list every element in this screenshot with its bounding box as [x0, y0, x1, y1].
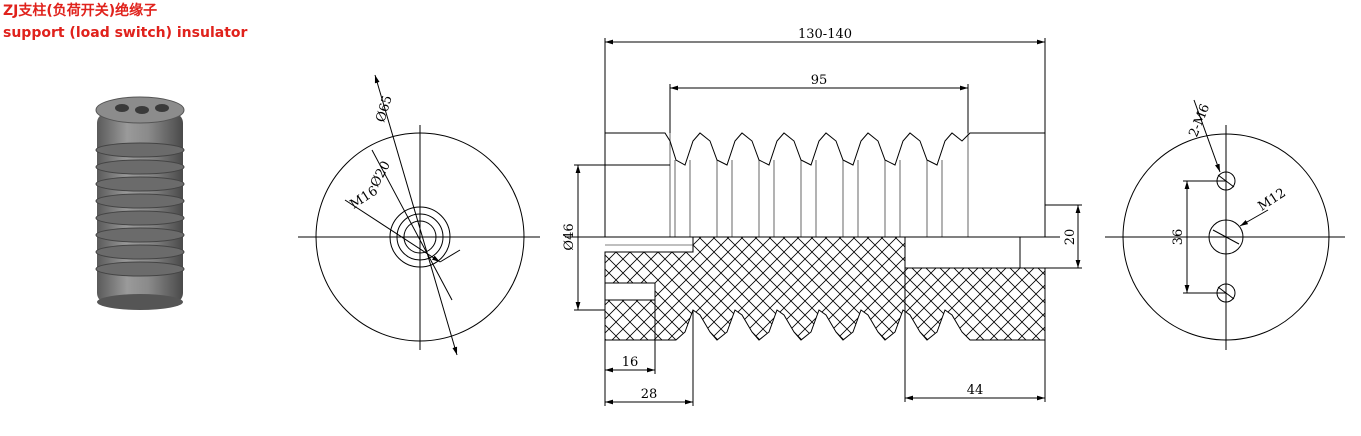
insulator-3d-image: [95, 96, 185, 310]
back-view: [1105, 99, 1345, 350]
dim-bore-depth: 16: [622, 355, 639, 370]
front-view: [298, 74, 540, 356]
dim-offset-right: 20: [1063, 229, 1078, 246]
dim-hole-spacing: 36: [1171, 229, 1186, 246]
dim-holes: 2-M6: [1186, 102, 1213, 139]
dim-end-right: 44: [967, 383, 984, 398]
dim-side-diameter: Ø46: [562, 223, 577, 250]
side-view: [565, 38, 1082, 406]
dim-end-left: 28: [641, 387, 658, 402]
dim-center-thread: M12: [1255, 186, 1288, 215]
dim-shed-length: 95: [811, 73, 828, 88]
dim-total-length: 130-140: [798, 27, 852, 42]
title-english: support (load switch) insulator: [3, 25, 248, 41]
title-chinese: ZJ支柱(负荷开关)绝缘子: [3, 3, 158, 19]
dim-front-outer-diameter: Ø65: [374, 94, 396, 124]
